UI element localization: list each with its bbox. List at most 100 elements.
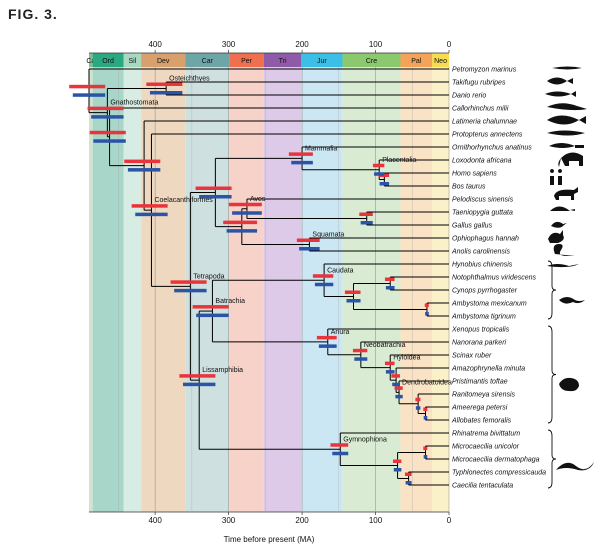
clade-label: Caudata (327, 267, 354, 274)
period-label: Pal (411, 58, 422, 65)
period-band (432, 53, 449, 512)
node-age-estimate-blue (199, 195, 232, 199)
taxon-label: Xenopus tropicalis (451, 327, 510, 334)
node-age-estimate-red (316, 335, 337, 340)
node-age-estimate-red (359, 212, 373, 216)
node-age-estimate-red (179, 374, 216, 378)
node-age-estimate-blue (423, 455, 428, 459)
taxon-label: Typhlonectes compressicauda (452, 470, 546, 477)
clade-label: Neobatrachia (364, 342, 406, 349)
node-age-estimate-red (344, 290, 361, 294)
node-age-estimate-blue (127, 168, 161, 172)
clade-label: Tetrapoda (193, 273, 224, 280)
node-age-estimate-red (124, 159, 161, 164)
period-label: Sil (128, 58, 136, 65)
tick-label-bottom: 0 (447, 516, 452, 525)
node-age-estimate-red (87, 106, 124, 111)
group-bracket (547, 429, 557, 489)
period-label: Neo (434, 58, 447, 65)
node-age-estimate-red (392, 459, 402, 463)
node-age-estimate-red (352, 348, 368, 353)
node-age-estimate-blue (291, 160, 313, 165)
tick-label-top: 0 (447, 40, 452, 49)
clade-label: Gnathostomata (110, 100, 158, 107)
clade-label: Batrachia (215, 298, 245, 305)
node-age-estimate-red (384, 361, 395, 366)
period-band (342, 53, 401, 512)
taxon-label: Ambystoma mexicanum (451, 301, 527, 308)
chimaera-silhouette (547, 103, 587, 111)
platypus-silhouette (549, 143, 584, 148)
node-age-estimate-blue (393, 468, 402, 472)
tick-label-top: 100 (369, 40, 383, 49)
figure-label: FIG. 3. (8, 6, 58, 22)
clade-label: Squamata (312, 232, 344, 239)
taxon-label: Ophiophagus hannah (452, 236, 519, 243)
node-age-estimate-red (296, 238, 320, 242)
clade-label: Gymnophiona (343, 436, 387, 443)
taxon-label: Bos taurus (452, 184, 486, 191)
taxon-label: Loxodonta africana (452, 158, 512, 165)
period-header (92, 53, 124, 67)
node-age-estimate-blue (183, 382, 216, 387)
node-age-estimate-blue (299, 247, 320, 251)
chicken-silhouette (548, 230, 564, 243)
taxon-label: Callorhinchus milii (452, 106, 509, 113)
pufferfish-silhouette (547, 77, 573, 85)
taxon-label: Allobates femoralis (451, 418, 512, 425)
node-age-estimate-red (228, 202, 262, 207)
node-age-estimate-red (195, 186, 232, 190)
period-header (185, 53, 230, 67)
clade-label: Lissamphibia (202, 367, 243, 374)
period-header (123, 53, 142, 67)
node-age-estimate-red (423, 446, 428, 450)
node-age-estimate-red (89, 130, 126, 135)
group-bracket (547, 260, 557, 320)
zebrafish-silhouette (545, 91, 576, 97)
node-age-estimate-blue (332, 451, 349, 456)
node-age-estimate-red (170, 280, 207, 284)
taxon-label: Ranitomeya sirensis (452, 392, 516, 399)
node-age-estimate-red (146, 82, 183, 86)
tick-label-top: 300 (222, 40, 236, 49)
node-age-estimate-red (384, 277, 395, 281)
node-age-estimate-red (423, 407, 428, 411)
taxon-label: Microcaecilia unicolor (452, 444, 520, 451)
taxon-label: Nanorana parkeri (452, 340, 507, 347)
clade-label: Hyloidea (393, 355, 420, 362)
caecilian-silhouette (556, 462, 594, 471)
period-header (301, 53, 343, 67)
node-age-estimate-blue (196, 313, 229, 318)
clade-label: Osteichthyes (169, 76, 210, 83)
taxon-label: Protopterus annectens (452, 132, 523, 139)
period-band (263, 53, 302, 512)
tick-label-top: 400 (148, 40, 162, 49)
salamander-silhouette (559, 297, 585, 304)
node-age-estimate-blue (360, 221, 373, 225)
node-age-estimate-red (192, 305, 229, 309)
node-age-estimate-blue (226, 229, 258, 233)
period-label: Car (202, 58, 214, 65)
clade-label: Mammalia (305, 145, 337, 152)
taxon-label: Pelodiscus sinensis (452, 197, 514, 204)
node-age-estimate-red (391, 374, 400, 378)
taxon-label: Caecilia tentaculata (452, 483, 513, 490)
human-silhouette (550, 169, 563, 185)
taxon-label: Notophthalmus viridescens (452, 275, 537, 282)
period-header (89, 53, 93, 67)
node-age-estimate-blue (374, 172, 385, 176)
tick-label-top: 200 (295, 40, 309, 49)
node-age-estimate-red (404, 472, 412, 476)
node-age-estimate-red (312, 274, 334, 278)
node-age-estimate-blue (423, 416, 428, 420)
taxon-label: Ornithorhynchus anatinus (452, 145, 532, 152)
node-age-estimate-blue (415, 406, 421, 410)
node-age-estimate-blue (346, 299, 361, 303)
node-age-estimate-red (394, 386, 403, 390)
period-band (400, 53, 433, 512)
clade-label: Aves (250, 196, 266, 203)
node-age-estimate-red (131, 204, 168, 208)
clade-label: Dendrobatoidea (402, 379, 452, 386)
frog-silhouette (559, 377, 579, 392)
